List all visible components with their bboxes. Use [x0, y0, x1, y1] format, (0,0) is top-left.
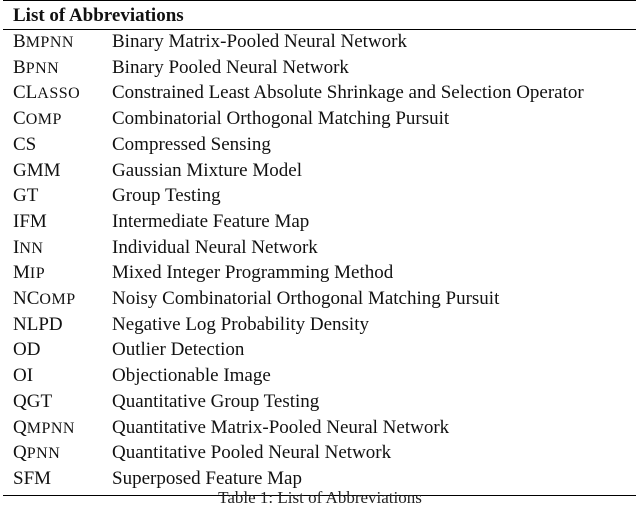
definition-cell: Gaussian Mixture Model: [112, 159, 302, 181]
table-row: SFM Superposed Feature Map: [3, 466, 636, 496]
abbreviation-cell: MIP: [3, 261, 103, 287]
abbreviation-cell: CS: [3, 133, 103, 159]
definition-cell: Compressed Sensing: [112, 133, 271, 155]
table-row: COMP Combinatorial Orthogonal Matching Pu…: [3, 107, 636, 133]
abbreviation-cell: COMP: [3, 107, 103, 133]
table-header-row: List of Abbreviations: [3, 0, 636, 30]
abbreviation-cell: GT: [3, 184, 103, 210]
abbreviation-initial: B: [13, 56, 26, 78]
abbreviation-cell: GMM: [3, 159, 103, 185]
abbreviation-initial: B: [13, 31, 26, 52]
definition-cell: Individual Neural Network: [112, 236, 318, 258]
abbreviation-smallcaps: ASSO: [37, 85, 81, 103]
abbreviation-initial: SFM: [13, 467, 52, 489]
abbreviation-initial: Q: [13, 442, 27, 464]
abbreviation-cell: NCOMP: [3, 287, 103, 313]
definition-cell: Mixed Integer Programming Method: [112, 262, 394, 284]
abbreviation-initial: M: [13, 262, 30, 284]
definition-cell: Superposed Feature Map: [103, 466, 636, 496]
table-caption: Table 1: List of Abbreviations: [218, 488, 422, 507]
abbreviation-smallcaps: PNN: [25, 59, 60, 77]
abbreviation-cell: CLASSO: [3, 81, 103, 107]
abbreviation-cell: QPNN: [3, 441, 103, 467]
table-row: CS Compressed Sensing: [3, 133, 636, 159]
abbreviation-cell: BPNN: [3, 56, 103, 82]
abbreviation-initial: CS: [13, 133, 37, 155]
table-row: QPNN Quantitative Pooled Neural Network: [3, 441, 636, 467]
definition-cell: Combinatorial Orthogonal Matching Pursui…: [112, 108, 450, 130]
table-row: OI Objectionable Image: [3, 364, 636, 390]
abbreviation-initial: CL: [13, 82, 38, 104]
table-row: GT Group Testing: [3, 184, 636, 210]
definition-cell: Objectionable Image: [112, 365, 271, 387]
abbreviation-cell: BMPNN: [3, 30, 103, 56]
abbreviation-initial: GT: [13, 185, 39, 207]
table-row: MIP Mixed Integer Programming Method: [3, 261, 636, 287]
definition-cell: Group Testing: [112, 185, 221, 207]
table-row: INN Individual Neural Network: [3, 236, 636, 262]
abbreviation-cell: NLPD: [3, 313, 103, 339]
abbreviation-initial: IFM: [13, 210, 47, 232]
abbreviation-smallcaps: MPNN: [26, 419, 75, 437]
abbreviation-smallcaps: OMP: [39, 291, 76, 309]
abbreviation-initial: OD: [13, 339, 41, 361]
table-row: QGT Quantitative Group Testing: [3, 390, 636, 416]
table-row: GMM Gaussian Mixture Model: [3, 159, 636, 185]
abbreviation-cell: INN: [3, 236, 103, 262]
definition-cell: Binary Pooled Neural Network: [112, 56, 349, 78]
definition-cell: Binary Matrix-Pooled Neural Network: [112, 31, 407, 52]
table-row: QMPNN Quantitative Matrix-Pooled Neural N…: [3, 416, 636, 442]
abbreviation-cell: QGT: [3, 390, 103, 416]
table-header: List of Abbreviations: [3, 0, 636, 30]
table-row: NLPD Negative Log Probability Density: [3, 313, 636, 339]
definition-cell: Quantitative Matrix-Pooled Neural Networ…: [112, 416, 450, 438]
definition-cell: Quantitative Pooled Neural Network: [112, 442, 392, 464]
definition-cell: Noisy Combinatorial Orthogonal Matching …: [112, 288, 500, 310]
abbreviation-initial: NLPD: [13, 313, 63, 335]
abbreviation-initial: NC: [13, 288, 40, 310]
abbreviation-smallcaps: IP: [29, 265, 46, 283]
abbreviation-smallcaps: PNN: [26, 445, 61, 463]
definition-cell: Constrained Least Absolute Shrinkage and…: [112, 82, 584, 104]
table-row: CLASSO Constrained Least Absolute Shrinka…: [3, 81, 636, 107]
abbreviation-cell: IFM: [3, 210, 103, 236]
table-row: BPNN Binary Pooled Neural Network: [3, 56, 636, 82]
definition-cell: Negative Log Probability Density: [112, 313, 369, 335]
abbreviation-initial: GMM: [13, 159, 61, 181]
abbreviation-initial: Q: [13, 416, 27, 438]
abbreviation-smallcaps: MPNN: [25, 34, 74, 51]
abbreviation-cell: OD: [3, 338, 103, 364]
abbreviation-cell: SFM: [3, 466, 103, 496]
abbreviation-initial: OI: [13, 365, 34, 387]
abbreviation-initial: QGT: [13, 390, 53, 412]
definition-cell: Quantitative Group Testing: [112, 390, 320, 412]
definition-cell: Intermediate Feature Map: [112, 210, 310, 232]
abbreviation-initial: C: [13, 108, 26, 130]
abbreviation-smallcaps: OMP: [25, 111, 62, 129]
abbreviation-cell: QMPNN: [3, 416, 103, 442]
table-row: OD Outlier Detection: [3, 338, 636, 364]
abbreviation-cell: OI: [3, 364, 103, 390]
table-row: IFM Intermediate Feature Map: [3, 210, 636, 236]
definition-cell: Outlier Detection: [112, 339, 245, 361]
table-row: NCOMP Noisy Combinatorial Orthogonal Matc…: [3, 287, 636, 313]
abbreviation-initial: I: [13, 236, 20, 258]
abbreviation-smallcaps: NN: [19, 239, 44, 257]
table-row: BMPNN Binary Matrix-Pooled Neural Network: [3, 30, 636, 56]
